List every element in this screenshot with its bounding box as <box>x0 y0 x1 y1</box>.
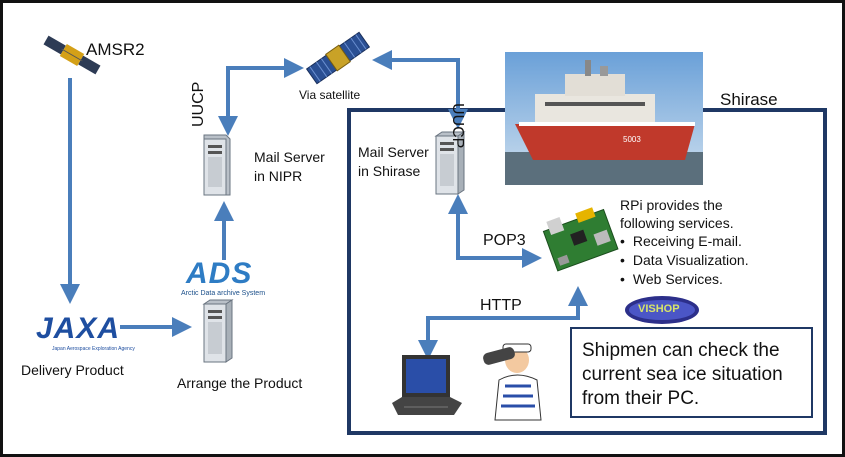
via-satellite-label: Via satellite <box>299 88 361 102</box>
shirase-label: Shirase <box>720 90 778 109</box>
ship-number: 5003 <box>623 135 641 144</box>
uucp-right-label: UUCP <box>449 103 466 149</box>
laptop-icon <box>392 355 462 415</box>
rpi-service-list: Receiving E-mail. Data Visualization. We… <box>620 232 749 289</box>
ads-logo: ADS <box>186 257 253 290</box>
ads-subtitle: Arctic Data archive System <box>181 290 266 297</box>
arrow-pop3 <box>448 194 542 268</box>
raspberry-pi-icon <box>542 207 619 272</box>
arrow-satellite-shirase <box>372 50 468 129</box>
http-label: HTTP <box>480 297 522 314</box>
pop3-label: POP3 <box>483 232 526 249</box>
shipmen-callout: Shipmen can check the current sea ice si… <box>570 327 813 418</box>
uucp-left-label: UUCP <box>190 81 207 127</box>
arrange-product-label: Arrange the Product <box>177 375 303 391</box>
callout-text: Shipmen can check the current sea ice si… <box>582 340 783 409</box>
arrow-http <box>418 286 588 360</box>
server-icon <box>202 299 234 363</box>
satellite-icon <box>305 31 371 85</box>
rpi-service-item: Receiving E-mail. <box>620 232 749 251</box>
sailor-icon <box>483 343 542 421</box>
amsr2-label: AMSR2 <box>86 40 145 59</box>
ship-photo: 5003 <box>505 52 703 185</box>
server-icon <box>434 131 466 195</box>
visiop-logo-text: VISHOP <box>638 303 680 315</box>
rpi-service-item: Data Visualization. <box>620 251 749 270</box>
jaxa-subtitle: Japan Aerospace Exploration Agency <box>52 346 135 352</box>
satellite-icon <box>43 35 101 75</box>
delivery-product-label: Delivery Product <box>21 362 124 378</box>
arrow-nipr-satellite <box>218 58 304 136</box>
rpi-service-item: Web Services. <box>620 270 749 289</box>
mail-server-shirase-label: Mail Server in Shirase <box>358 144 429 179</box>
rpi-intro: RPi provides the following services. <box>620 197 734 231</box>
jaxa-logo: JAXA <box>36 312 121 345</box>
mail-server-nipr-label: Mail Server in NIPR <box>254 149 325 184</box>
server-icon <box>203 134 231 196</box>
visiop-logo <box>625 296 699 324</box>
